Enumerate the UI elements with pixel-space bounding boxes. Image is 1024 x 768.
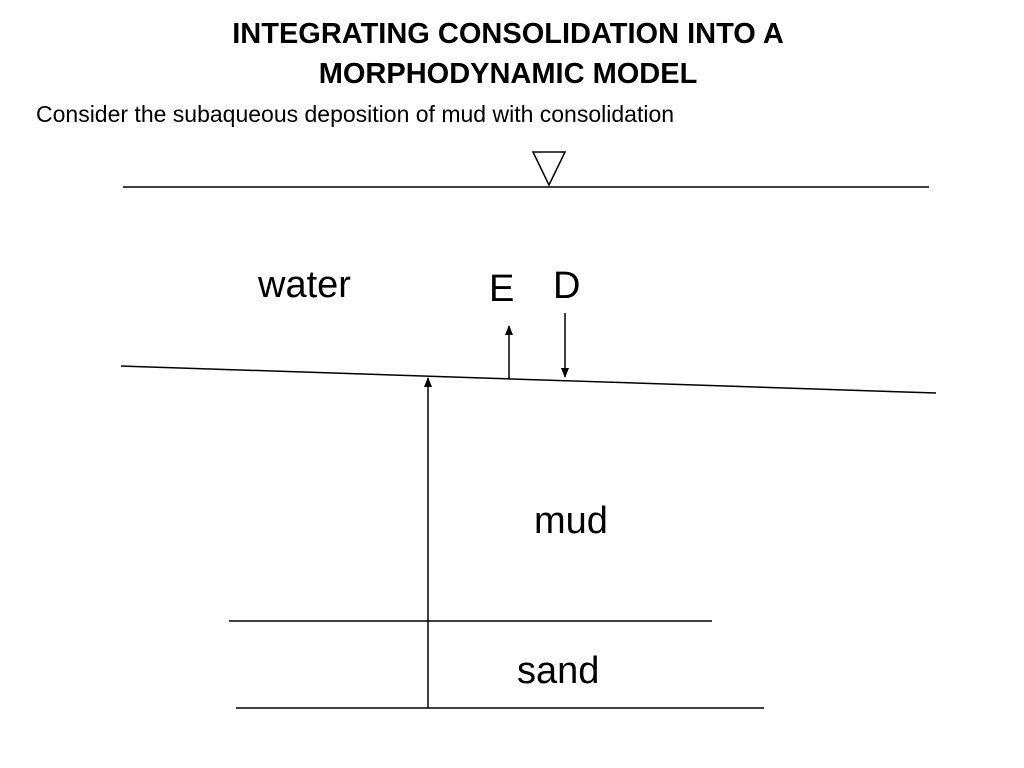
deposition-label: D [553, 265, 580, 307]
slide-title-line-1: INTEGRATING CONSOLIDATION INTO A [232, 18, 784, 50]
erosion-label: E [489, 268, 514, 310]
slide-subtitle: Consider the subaqueous deposition of mu… [36, 101, 675, 127]
bed-surface-line [120, 365, 937, 394]
slide-title: INTEGRATING CONSOLIDATION INTO A MORPHOD… [0, 14, 1016, 94]
water-surface-symbol-icon [531, 151, 567, 187]
slide-title-line-2: MORPHODYNAMIC MODEL [318, 58, 698, 90]
sand-label: sand [517, 650, 599, 692]
mud-label: mud [534, 500, 608, 542]
water-label: water [257, 264, 351, 306]
